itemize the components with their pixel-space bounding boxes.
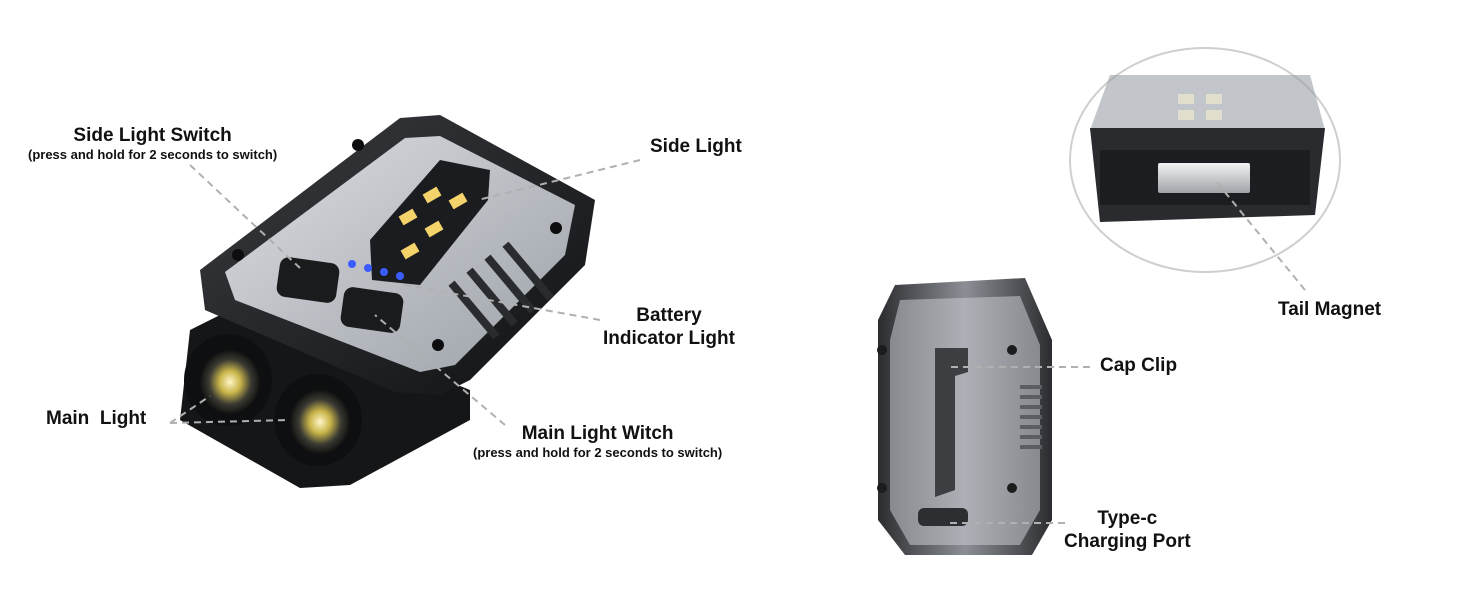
main-light-label: Main Light [46, 408, 147, 429]
side-light-label: Side Light [650, 136, 742, 157]
tail-magnet-label: Tail Magnet [1278, 299, 1382, 320]
leader-lines [169, 159, 1306, 524]
cap-clip-part [935, 348, 968, 497]
type-c-port-part [918, 508, 968, 526]
cap-clip-label: Cap Clip [1100, 355, 1178, 376]
main-light-switch-label: Main Light Witch (press and hold for 2 s… [473, 423, 723, 460]
side-light-board [370, 160, 490, 285]
tail-magnet-part [1158, 163, 1250, 193]
side-light-switch-label: Side Light Switch (press and hold for 2 … [28, 125, 278, 162]
flashlight-front-view [180, 115, 595, 488]
type-c-charging-port-label: Type-c Charging Port [1064, 508, 1191, 552]
tail-magnet-detail-view [1069, 47, 1341, 273]
main-light-lenses [184, 334, 362, 466]
side-light-switch-button [276, 257, 340, 303]
flashlight-back-view [877, 278, 1052, 555]
battery-indicator-label: Battery Indicator Light [603, 305, 735, 349]
side-light-leds [398, 186, 468, 260]
battery-indicator-leds [348, 260, 404, 280]
main-light-switch-button [340, 287, 404, 333]
